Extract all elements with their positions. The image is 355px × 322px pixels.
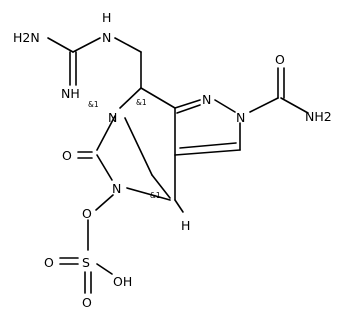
atom-n-lower: N <box>112 181 121 196</box>
bond-lines <box>47 37 309 294</box>
atom-n-bridge: N <box>108 110 117 125</box>
bond-bridge-b <box>151 174 171 199</box>
stereo-label-c-top: &1 <box>136 98 147 107</box>
atom-s: S <box>82 255 90 270</box>
bond-c-nh <box>72 37 101 53</box>
bond-bridge-a <box>124 117 153 176</box>
atom-imine-nh: NH <box>61 86 80 101</box>
bond-n-ch2 <box>114 37 142 53</box>
atom-o-link: O <box>82 206 92 221</box>
bond-cbottom-h <box>174 199 184 213</box>
atom-nh-h: H <box>102 10 111 25</box>
bond-n1-camide <box>249 97 279 113</box>
stereo-label-n-bridge: &1 <box>88 100 99 109</box>
atom-n-pyrazole-top: N <box>202 92 211 107</box>
bond-ctop-c3 <box>140 87 176 109</box>
atom-h-bridgehead: H <box>181 218 190 233</box>
bond-c3-n2-double <box>176 104 201 114</box>
stereo-label-c-bottom: &1 <box>150 191 161 200</box>
bond-c5-c4-double <box>179 142 237 149</box>
bond-nbridge-curea <box>96 115 116 151</box>
bond-curea-nlow <box>96 154 113 181</box>
atom-o-amide: O <box>275 52 285 67</box>
bond-s-oh <box>96 263 113 275</box>
bond-nlow-o <box>95 194 114 211</box>
atom-o-s-bottom: O <box>82 295 92 310</box>
atom-oh: OH <box>113 274 132 289</box>
atom-labels: H2N H N NH N N N O NH2 O N O S O O OH H <box>13 10 332 310</box>
atom-nh-n: N <box>102 30 111 45</box>
atom-o-urea: O <box>62 148 72 163</box>
atom-h2n: H2N <box>13 30 40 45</box>
bond-c-nh2 <box>47 37 74 53</box>
atom-n-pyrazole-sub: N <box>236 110 245 125</box>
atom-o-s-left: O <box>44 255 54 270</box>
stereo-labels: &1 &1 &1 <box>88 98 161 200</box>
bond-camide-nh2 <box>280 97 309 114</box>
bond-nlow-cbottom <box>126 187 171 201</box>
bond-n2-n1 <box>214 99 236 113</box>
bond-c3-n2 <box>174 99 201 109</box>
bond-ctop-nbridge <box>119 87 142 109</box>
bond-c5-c4 <box>174 149 241 156</box>
atom-nh2-amide: NH2 <box>305 109 332 124</box>
